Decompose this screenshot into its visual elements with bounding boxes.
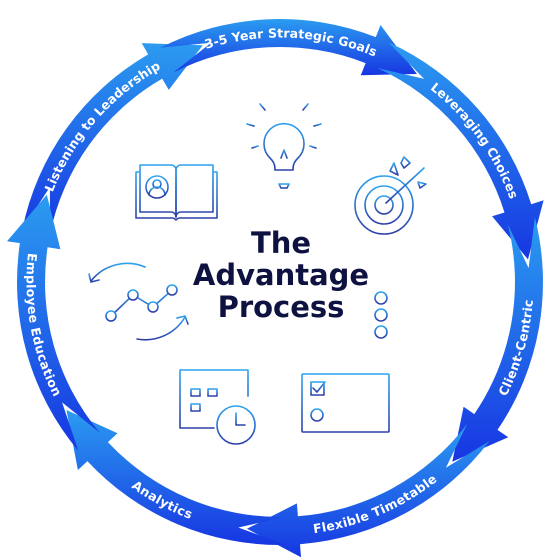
title-line-1: The [251, 226, 311, 260]
ring-arrow-segment [452, 217, 543, 462]
lightbulb-icon [246, 95, 322, 189]
title-line-3: Process [218, 290, 345, 324]
checklist-icon [374, 291, 435, 339]
process-ring [7, 19, 544, 558]
title-line-2: Advantage [193, 258, 369, 292]
cycle-chart-icon [88, 262, 189, 341]
ring-arrow-segment [376, 42, 544, 260]
ring-arrow-segment [66, 410, 287, 545]
ring-arrow-segment [160, 19, 417, 76]
profile-book-icon [135, 164, 218, 221]
calendar-clock-icon [179, 363, 256, 445]
ring-arrow-segment [22, 43, 203, 236]
ring-arrow-segment [7, 194, 100, 451]
target-icon [354, 156, 427, 235]
ring-arrow-segment [246, 424, 490, 558]
checkbox-card-icon [301, 373, 390, 433]
